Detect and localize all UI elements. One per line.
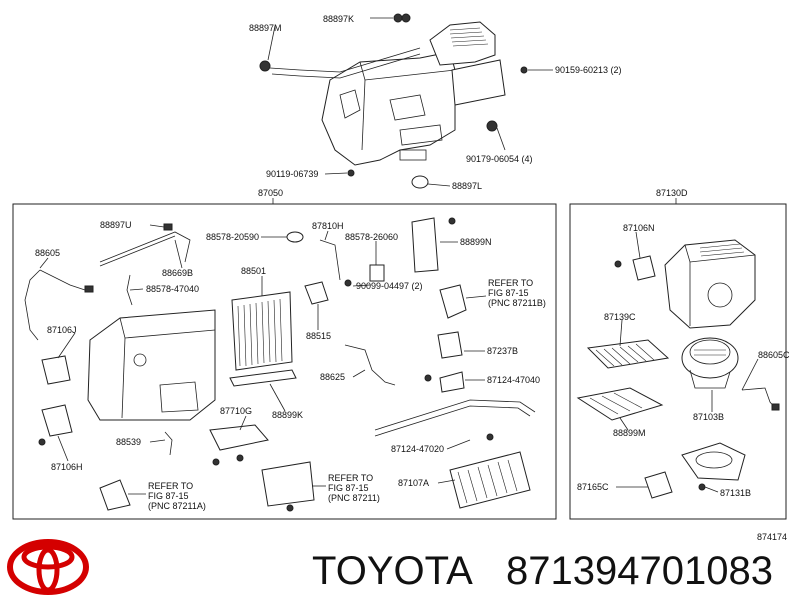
label-87106J: 87106J [47, 325, 77, 335]
label-88578-47040: 88578-47040 [146, 284, 199, 294]
label-90179-06054: 90179-06054 (4) [466, 154, 533, 164]
label-87106H: 87106H [51, 462, 83, 472]
hvac-unit-assembly [259, 13, 528, 189]
right-box-leaders [616, 231, 759, 493]
label-88578-20590: 88578-20590 [206, 232, 259, 242]
svg-text:(PNC 87211A): (PNC 87211A) [148, 501, 206, 511]
label-88669B: 88669B [162, 268, 193, 278]
left-group-box [12, 203, 557, 520]
toyota-logo-icon [7, 539, 89, 595]
label-87130D: 87130D [656, 188, 688, 198]
label-87131B: 87131B [720, 488, 751, 498]
right-group-box [569, 203, 787, 520]
figure-number: 874174 [757, 532, 787, 542]
label-87124-47040: 87124-47040 [487, 375, 540, 385]
refer-note-87211A: REFER TO FIG 87-15 (PNC 87211A) [128, 481, 206, 511]
refer-note-87211: REFER TO FIG 87-15 (PNC 87211) [312, 473, 380, 503]
svg-text:REFER TO: REFER TO [328, 473, 373, 483]
label-87124-47020: 87124-47020 [391, 444, 444, 454]
label-88578-26060: 88578-26060 [345, 232, 398, 242]
label-87139C: 87139C [604, 312, 636, 322]
svg-text:REFER TO: REFER TO [488, 278, 533, 288]
label-88501: 88501 [241, 266, 266, 276]
brand-name: TOYOTA [312, 549, 473, 593]
label-90119-06739: 90119-06739 [266, 169, 318, 179]
left-box-parts [24, 217, 536, 512]
refer-note-87211B: REFER TO FIG 87-15 (PNC 87211B) [465, 278, 546, 308]
label-88899N: 88899N [460, 237, 492, 247]
label-87165C: 87165C [577, 482, 609, 492]
svg-text:(PNC 87211B): (PNC 87211B) [488, 298, 546, 308]
label-88605C: 88605C [758, 350, 790, 360]
label-87103B: 87103B [693, 412, 724, 422]
left-box-leaders [39, 224, 485, 484]
label-88897U: 88897U [100, 220, 132, 230]
svg-text:FIG 87-15: FIG 87-15 [488, 288, 529, 298]
label-88897M: 88897M [249, 23, 282, 33]
part-number: 871394701083 [506, 549, 773, 593]
right-box-parts [576, 239, 780, 499]
label-87710G: 87710G [220, 406, 252, 416]
label-88897L: 88897L [452, 181, 482, 191]
svg-text:REFER TO: REFER TO [148, 481, 193, 491]
label-88899K: 88899K [272, 410, 303, 420]
label-90159-60213: 90159-60213 (2) [555, 65, 622, 75]
label-87107A: 87107A [398, 478, 429, 488]
label-90099-04497: 90099-04497 (2) [356, 281, 423, 291]
label-88899M: 88899M [613, 428, 646, 438]
label-87237B: 87237B [487, 346, 518, 356]
label-87810H: 87810H [312, 221, 344, 231]
label-87106N: 87106N [623, 223, 655, 233]
label-88625: 88625 [320, 372, 345, 382]
label-88897K: 88897K [323, 14, 354, 24]
label-88539: 88539 [116, 437, 141, 447]
svg-text:FIG 87-15: FIG 87-15 [148, 491, 189, 501]
svg-text:(PNC 87211): (PNC 87211) [328, 493, 380, 503]
label-88605-left: 88605 [35, 248, 60, 258]
label-88515: 88515 [306, 331, 331, 341]
label-87050: 87050 [258, 188, 283, 198]
top-leaders [267, 17, 677, 204]
svg-text:FIG 87-15: FIG 87-15 [328, 483, 369, 493]
